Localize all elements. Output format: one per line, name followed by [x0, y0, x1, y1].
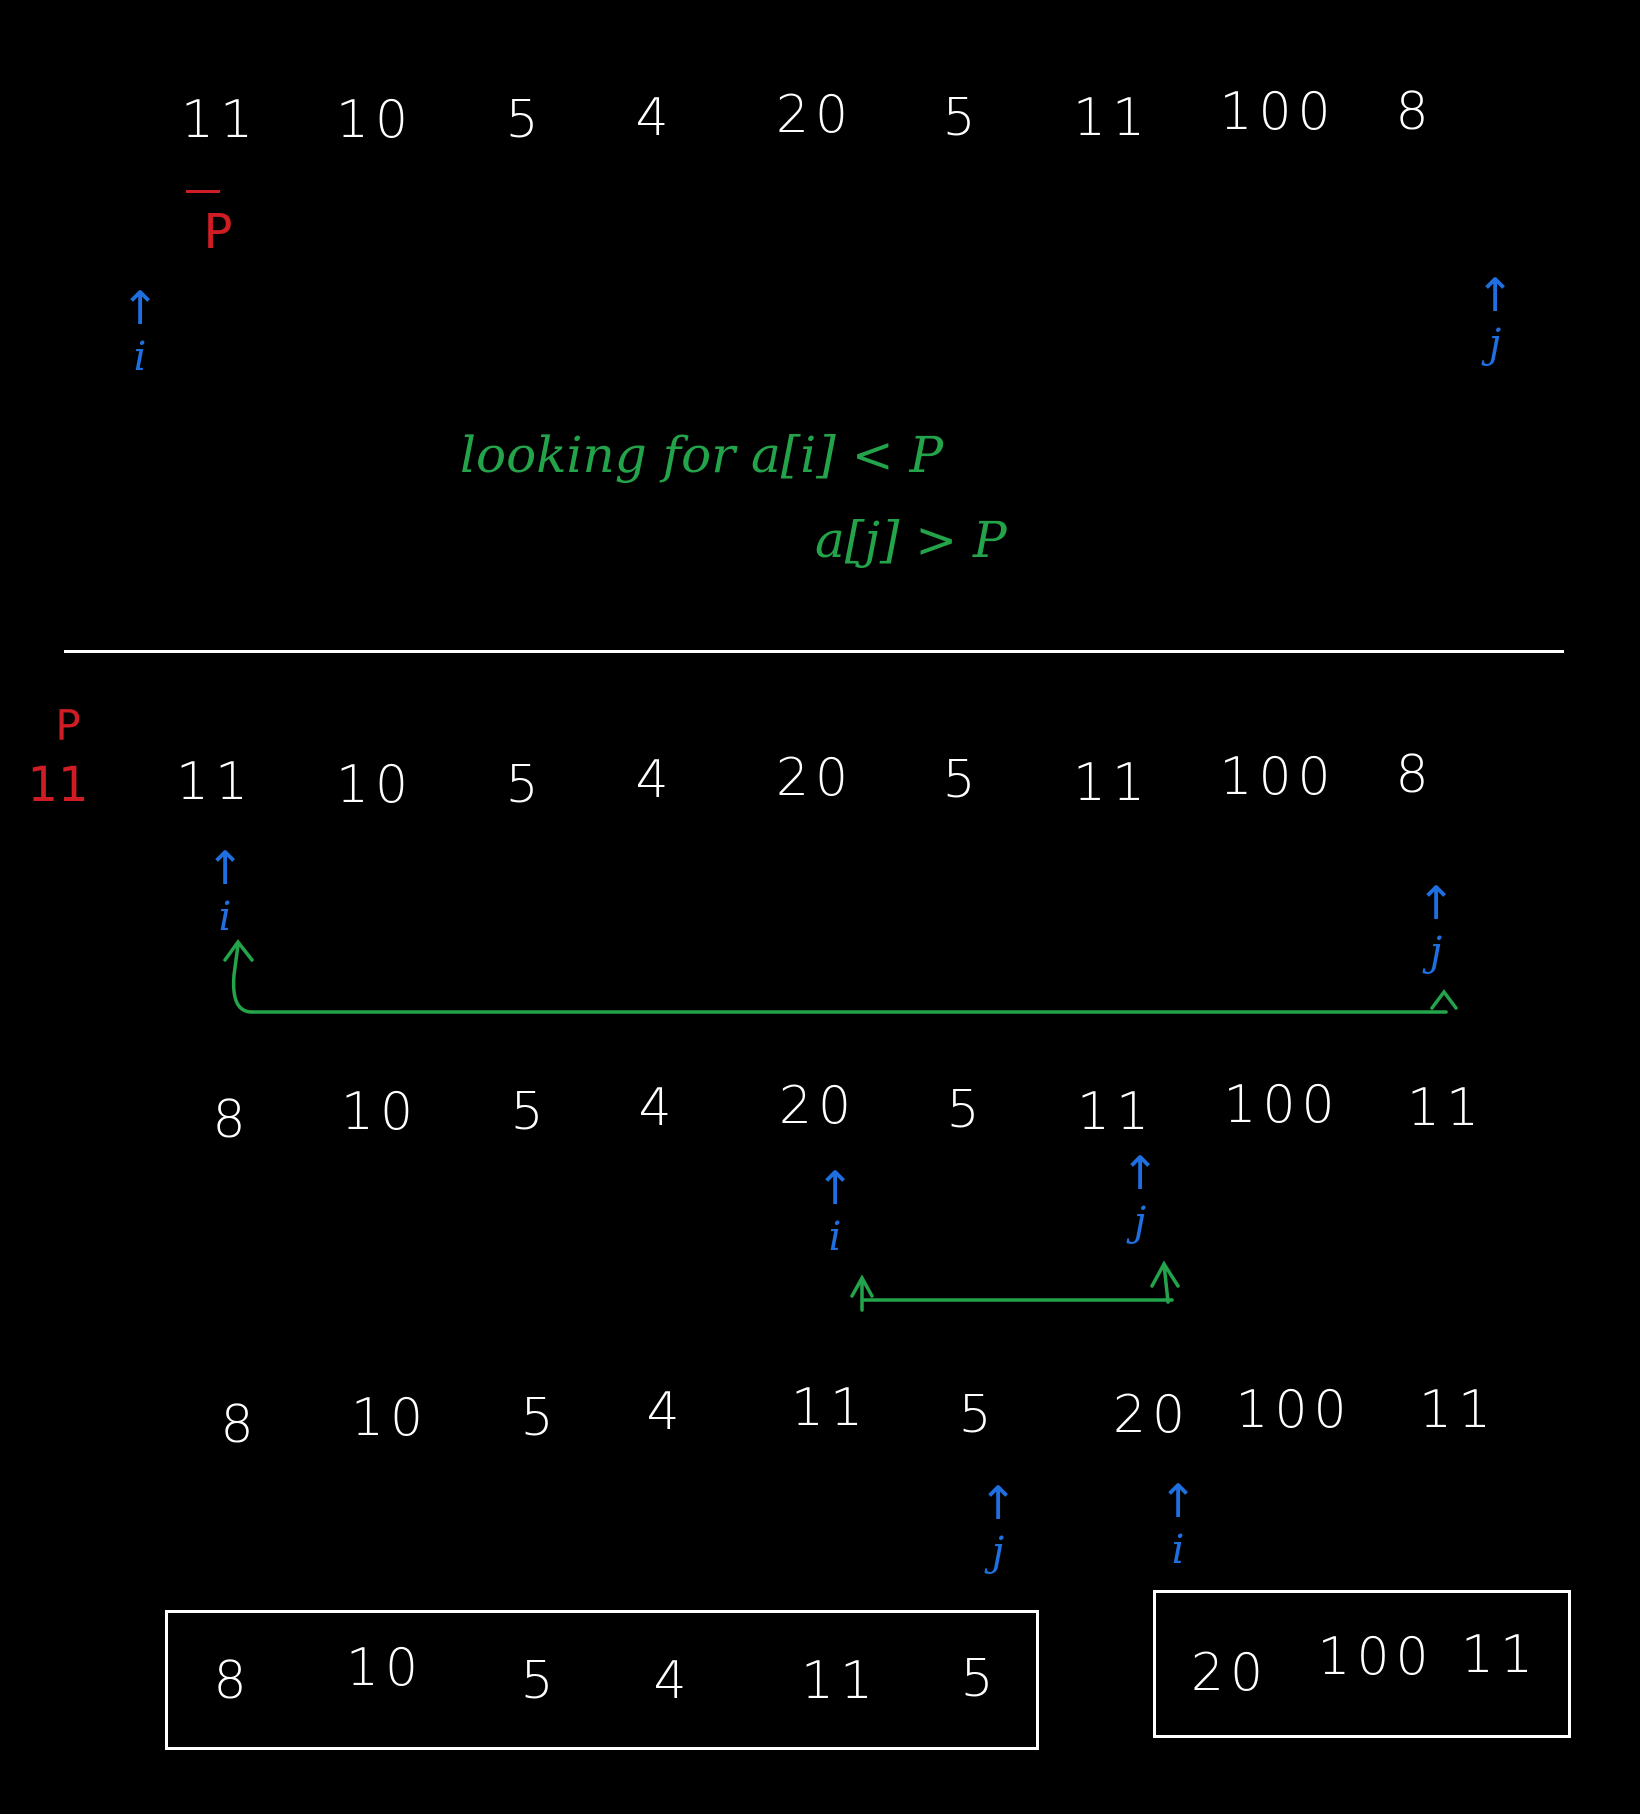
left-partition-cell-5: 5 [960, 1649, 1000, 1709]
pointer-j-label: j [1133, 1199, 1147, 1245]
up-arrow-icon: ↑ [1475, 268, 1515, 322]
pointer-i-label: i [133, 334, 147, 380]
left-partition-cell-1: 10 [345, 1638, 425, 1698]
row1-cell-3: 4 [635, 88, 675, 148]
divider [64, 650, 1564, 653]
pivot-value: 11 [27, 757, 89, 813]
row4-cell-6: 20 [1112, 1385, 1192, 1445]
pointer-i-row1: ↑ i [115, 285, 165, 395]
pivot-underline [186, 190, 220, 193]
row2-cell-1: 10 [335, 755, 415, 815]
row1-cell-8: 8 [1395, 82, 1435, 142]
row2-cell-4: 20 [775, 748, 855, 808]
left-partition-cell-0: 8 [213, 1651, 253, 1711]
row1-cell-4: 20 [775, 85, 855, 145]
pointer-i-row4: ↑ i [1153, 1478, 1203, 1588]
row1-cell-7: 100 [1219, 82, 1337, 142]
right-partition-box: 20 100 11 [1153, 1590, 1571, 1738]
row1-cell-1: 10 [335, 90, 415, 150]
swap-arrowhead-right-1 [1430, 989, 1458, 1010]
pointer-j-row1: ↑ j [1470, 272, 1520, 382]
up-arrow-icon: ↑ [205, 841, 245, 895]
row3-cell-6: 11 [1076, 1082, 1156, 1142]
pointer-j-label: j [1429, 929, 1443, 975]
row3-cell-2: 5 [510, 1082, 550, 1142]
pointer-i-label: i [218, 894, 232, 940]
row3-cell-1: 10 [340, 1082, 420, 1142]
pointer-i-row3: ↑ i [810, 1165, 860, 1275]
row1-cell-2: 5 [505, 90, 545, 150]
row3-cell-5: 5 [946, 1080, 986, 1140]
row2-cell-5: 5 [942, 750, 982, 810]
swap-arrowhead-left-1 [223, 939, 254, 962]
up-arrow-icon: ↑ [815, 1161, 855, 1215]
row1-cell-5: 5 [942, 88, 982, 148]
up-arrow-icon: ↑ [978, 1476, 1018, 1530]
row4-cell-3: 4 [646, 1382, 686, 1442]
row3-cell-3: 4 [638, 1078, 678, 1138]
pointer-j-label: j [1488, 321, 1502, 367]
row1-cell-0: 11 [180, 90, 260, 150]
row4-cell-5: 5 [958, 1385, 998, 1445]
up-arrow-icon: ↑ [1120, 1146, 1160, 1200]
up-arrow-icon: ↑ [1158, 1474, 1198, 1528]
row3-cell-7: 100 [1223, 1075, 1341, 1135]
left-partition-cell-3: 4 [653, 1651, 693, 1711]
right-partition-cell-2: 11 [1460, 1625, 1540, 1685]
right-partition-cell-1: 100 [1317, 1627, 1435, 1687]
row3-cell-8: 11 [1406, 1078, 1486, 1138]
row4-cell-1: 10 [350, 1388, 430, 1448]
swap-hook-left-1 [231, 943, 254, 1014]
condition-note-line1: looking for a[i] < P [460, 426, 944, 484]
swap-tick-right-2 [1162, 1262, 1170, 1304]
pointer-j-row3: ↑ j [1115, 1150, 1165, 1260]
right-partition-cell-0: 20 [1190, 1643, 1270, 1703]
row4-cell-4: 11 [790, 1378, 870, 1438]
row3-cell-4: 20 [778, 1076, 858, 1136]
pointer-j-row4: ↑ j [973, 1480, 1023, 1590]
pivot-label: P [55, 701, 81, 750]
row4-cell-7: 100 [1235, 1380, 1353, 1440]
row3-cell-0: 8 [212, 1090, 252, 1150]
up-arrow-icon: ↑ [1416, 876, 1456, 930]
row2-cell-0: 11 [175, 752, 255, 812]
pointer-j-label: j [991, 1529, 1005, 1575]
row2-cell-2: 5 [505, 755, 545, 815]
left-partition-cell-4: 11 [800, 1651, 880, 1711]
pointer-i-label: i [828, 1214, 842, 1260]
row2-cell-3: 4 [635, 750, 675, 810]
row2-cell-7: 100 [1219, 747, 1337, 807]
left-partition-box: 8 10 5 4 11 5 [165, 1610, 1039, 1750]
row2-cell-8: 8 [1395, 745, 1435, 805]
pointer-i-label: i [1171, 1527, 1185, 1573]
pointer-j-row2: ↑ j [1411, 880, 1461, 990]
row1-cell-6: 11 [1072, 88, 1152, 148]
row4-cell-0: 8 [220, 1395, 260, 1455]
row4-cell-2: 5 [520, 1388, 560, 1448]
up-arrow-icon: ↑ [120, 281, 160, 335]
pointer-i-row2: ↑ i [200, 845, 250, 955]
row4-cell-8: 11 [1418, 1380, 1498, 1440]
pivot-label-top: P [203, 204, 233, 260]
left-partition-cell-2: 5 [520, 1651, 560, 1711]
condition-note-line2: a[j] > P [815, 511, 1007, 569]
row2-cell-6: 11 [1072, 753, 1152, 813]
